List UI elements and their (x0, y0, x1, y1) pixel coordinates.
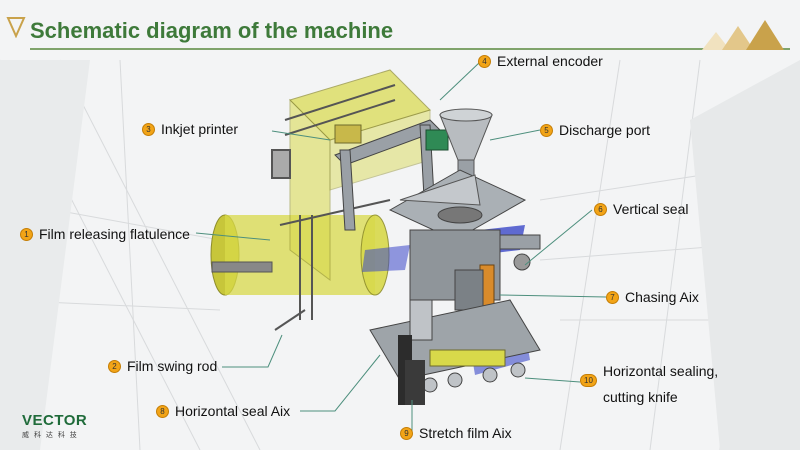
label-chasing-aix: 7 Chasing Aix (606, 288, 699, 306)
badge-1: 1 (20, 227, 33, 241)
badge-9: 9 (400, 426, 413, 440)
label-film-swing-rod: 2 Film swing rod (108, 357, 217, 375)
label-text-multiline: Horizontal sealing, cutting knife (603, 358, 718, 410)
logo-name: VECTOR (22, 412, 88, 429)
label-text: Horizontal seal Aix (175, 403, 291, 419)
label-text: Inkjet printer (161, 121, 239, 137)
badge-2: 2 (108, 359, 121, 373)
label-text-line2: cutting knife (603, 389, 678, 405)
label-film-releasing: 1 Film releasing flatulence (20, 225, 190, 243)
badge-10: 10 (580, 374, 597, 387)
label-text: Discharge port (559, 122, 651, 138)
badge-3: 3 (142, 122, 155, 136)
label-text-line1: Horizontal sealing, (603, 363, 719, 379)
title-triangle-icon (6, 17, 26, 38)
label-inkjet-printer: 3 Inkjet printer (142, 120, 238, 138)
encoder (425, 129, 449, 151)
badge-4: 4 (478, 54, 491, 68)
badge-7: 7 (606, 290, 619, 304)
label-external-encoder: 4 External encoder (478, 52, 603, 70)
title-bar: Schematic diagram of the machine (0, 12, 800, 52)
label-text: Chasing Aix (625, 289, 699, 305)
decorative-triangles-icon (702, 20, 784, 50)
page-title: Schematic diagram of the machine (30, 18, 394, 43)
title-underline (30, 48, 790, 50)
label-horizontal-sealing-knife: 10 Horizontal sealing, cutting knife (580, 358, 718, 410)
badge-8: 8 (156, 404, 169, 418)
label-text: Vertical seal (613, 201, 689, 217)
label-text: Film releasing flatulence (39, 226, 190, 242)
label-text: Stretch film Aix (419, 425, 512, 441)
horizontal-seal-jaw (429, 349, 506, 367)
label-horizontal-seal-aix: 8 Horizontal seal Aix (156, 402, 290, 420)
label-vertical-seal: 6 Vertical seal (594, 200, 688, 218)
label-discharge-port: 5 Discharge port (540, 121, 650, 139)
vector-logo: VECTOR 威 科 达 科 技 (22, 412, 87, 440)
badge-5: 5 (540, 123, 553, 137)
label-text: External encoder (497, 53, 603, 69)
logo-subtitle: 威 科 达 科 技 (22, 432, 79, 439)
label-stretch-film-aix: 9 Stretch film Aix (400, 424, 512, 442)
label-text: Film swing rod (127, 358, 218, 374)
badge-6: 6 (594, 202, 607, 216)
